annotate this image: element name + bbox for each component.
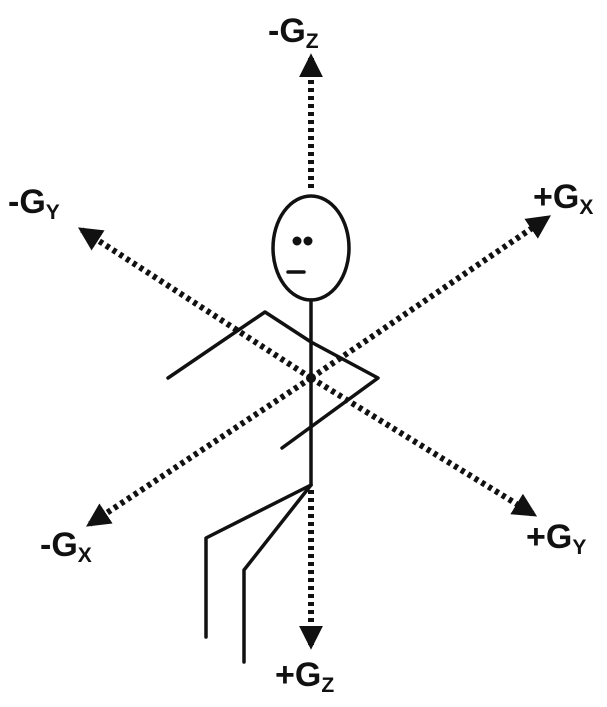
pos-gy-axis (311, 378, 533, 514)
label-pos-gy-sub: Y (572, 536, 586, 559)
label-pos-gx-letter: G (553, 178, 579, 216)
figure-head (273, 196, 349, 300)
figure-left-eye (293, 237, 302, 246)
label-pos-gy-sign: + (526, 518, 546, 556)
label-neg-gy-sub: Y (46, 201, 60, 224)
label-pos-gy-letter: G (546, 518, 572, 556)
axes-origin (306, 373, 316, 383)
figure-left-arm (168, 312, 311, 378)
label-pos-gx-sign: + (533, 178, 553, 216)
label-pos-gz-letter: G (295, 656, 321, 694)
label-neg-gx-sign: - (40, 526, 51, 564)
label-pos-gz-sub: Z (321, 674, 334, 697)
label-neg-gx: -GX (40, 528, 92, 566)
label-pos-gz: +GZ (275, 658, 334, 696)
label-pos-gy: +GY (526, 520, 586, 558)
stick-figure (168, 196, 378, 662)
label-pos-gx-sub: X (579, 196, 593, 219)
label-neg-gz-sign: - (268, 12, 279, 50)
figure-right-leg (244, 485, 311, 662)
label-neg-gx-letter: G (51, 526, 77, 564)
label-pos-gx: +GX (533, 180, 593, 218)
label-neg-gy-sign: - (8, 183, 19, 221)
label-neg-gz-sub: Z (306, 30, 319, 53)
label-neg-gz-letter: G (279, 12, 305, 50)
label-neg-gy: -GY (8, 185, 60, 223)
figure-right-arm (282, 342, 378, 448)
label-neg-gz: -GZ (268, 14, 319, 52)
figure-right-eye (304, 237, 313, 246)
label-neg-gx-sub: X (78, 544, 92, 567)
label-neg-gy-letter: G (19, 183, 45, 221)
label-pos-gz-sign: + (275, 656, 295, 694)
